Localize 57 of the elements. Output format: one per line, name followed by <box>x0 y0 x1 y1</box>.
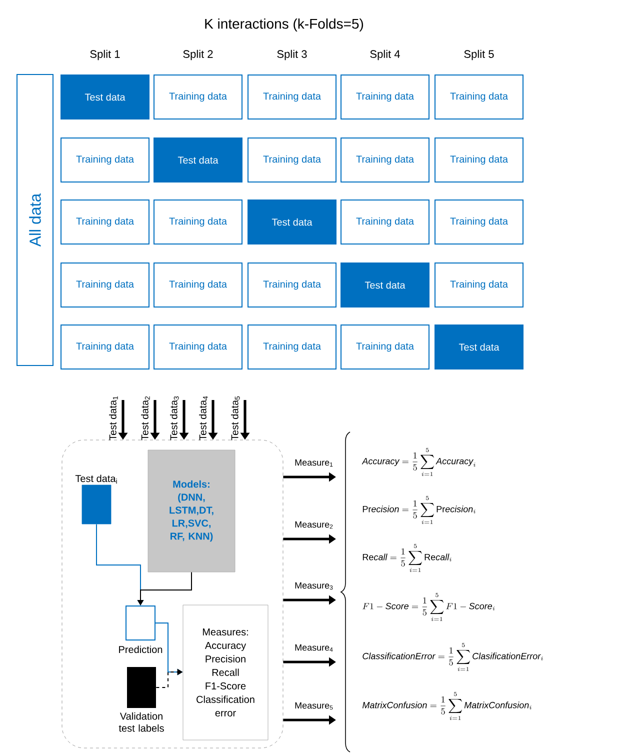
vertical-bar: All data <box>16 74 54 366</box>
column-heading: Split 3 <box>277 50 307 60</box>
test-data-cell: Test data <box>60 74 150 120</box>
edge-label: Test data$_{1}$ <box>109 396 118 440</box>
training-data-cell: Training data <box>60 324 150 370</box>
edge-label: Measure$_{5}$ <box>295 702 333 710</box>
edge-label: Measure$_{2}$ <box>295 521 333 529</box>
formula: $\mathrm{Pr}\mathit{ecision}=\frac{1}{5}\sum_{i=1}^{5}\mathrm{Pr}\mathit{ecision}_{i}$ <box>362 496 476 524</box>
test-data-cell: Test data <box>340 262 430 308</box>
column-heading: Split 1 <box>90 50 120 60</box>
column-heading: Split 4 <box>370 50 400 60</box>
formula: $F1-\mathit{Score}=\frac{1}{5}\sum_{i=1}^{5}F1-\mathit{Score}_{i}$ <box>362 592 495 621</box>
dashed-container <box>62 440 284 748</box>
training-data-cell: Training data <box>248 262 336 308</box>
training-data-cell: Training data <box>340 324 430 370</box>
models-box: Models: (DNN, LSTM,DT, LR,SVC, RF, KNN) <box>148 450 236 572</box>
edge-label: Measure$_{4}$ <box>295 644 333 652</box>
training-data-cell: Training data <box>154 262 242 308</box>
edge-label: Measure$_{3}$ <box>295 582 333 590</box>
training-data-cell: Training data <box>154 324 242 370</box>
test-data-cell: Test data <box>154 138 242 182</box>
data-block: Test data$_{i}$ <box>75 474 117 524</box>
training-data-cell: Training data <box>434 200 524 244</box>
formula: $\mathit{Accuracy}=\frac{1}{5}\sum_{i=1}^{5}\mathit{Accuracy}_{i}$ <box>362 448 476 476</box>
training-data-cell: Training data <box>60 262 150 308</box>
training-data-cell: Training data <box>154 74 242 120</box>
training-data-cell: Training data <box>434 262 524 308</box>
edge-label: Test data$_{5}$ <box>231 396 240 440</box>
prediction-block: Prediction <box>119 606 162 654</box>
training-data-cell: Training data <box>248 324 336 370</box>
training-data-cell: Training data <box>60 200 150 244</box>
node-label: Validation test labels <box>118 712 164 732</box>
training-data-cell: Training data <box>248 74 336 120</box>
test-data-cell: Test data <box>434 324 524 370</box>
edge-label: Test data$_{3}$ <box>170 396 179 440</box>
node-label: Test data$_{i}$ <box>75 474 117 484</box>
training-data-cell: Training data <box>340 200 430 244</box>
edge-label: Test data$_{2}$ <box>141 396 150 440</box>
training-data-cell: Training data <box>60 138 150 182</box>
training-data-cell: Training data <box>340 74 430 120</box>
formula: $\mathit{ClassificationError}=\frac{1}{5}\sum_{i=1}^{5}\mathit{ClasificationError}_{i}$ <box>362 642 543 671</box>
training-data-cell: Training data <box>340 138 430 182</box>
column-heading: Split 2 <box>183 50 213 60</box>
edge-label: Measure$_{1}$ <box>295 459 333 467</box>
node-label: Prediction <box>119 646 162 654</box>
training-data-cell: Training data <box>434 138 524 182</box>
training-data-cell: Training data <box>248 138 336 182</box>
formula: $\mathit{MatrixConfusion}=\frac{1}{5}\sum_{i=1}^{5}\mathit{MatrixConfusion}_{i}$ <box>362 692 532 720</box>
title: K interactions (k-Folds=5) <box>205 18 364 32</box>
test-data-cell: Test data <box>248 200 336 244</box>
training-data-cell: Training data <box>434 74 524 120</box>
column-heading: Split 5 <box>464 50 494 60</box>
measures-box: Measures: Accuracy Precision Recall F1-Score Classification error <box>182 604 268 740</box>
edge-label: Test data$_{4}$ <box>199 396 208 440</box>
training-data-cell: Training data <box>154 200 242 244</box>
labels-block: Validation test labels <box>118 667 164 732</box>
formula: $\mathrm{Re}\mathit{call}=\frac{1}{5}\sum_{i=1}^{5}\mathrm{Re}\mathit{call}_{i}$ <box>362 544 452 572</box>
